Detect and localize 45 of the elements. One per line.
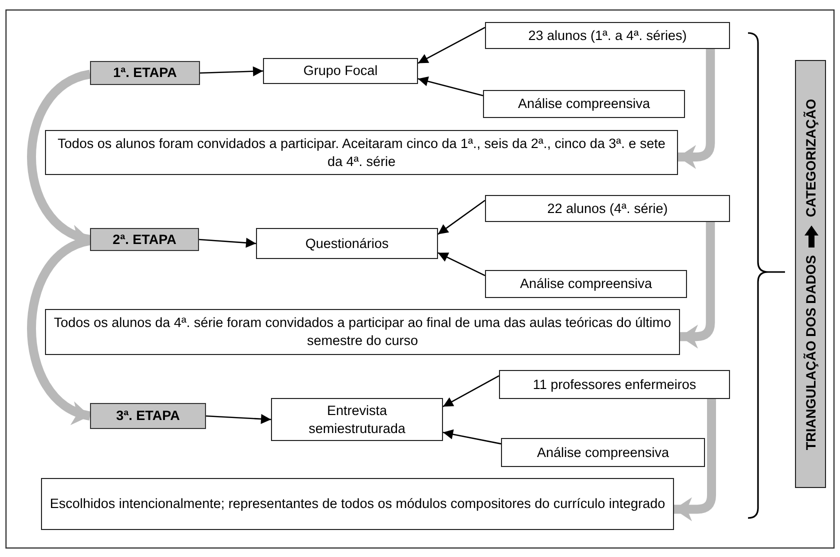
- process-box: [499, 370, 730, 399]
- process-box: [483, 90, 685, 118]
- process-box: [256, 228, 438, 259]
- box-text: Análise compreensiva: [520, 275, 652, 293]
- stage-box: [90, 61, 200, 85]
- box-text: 23 alunos (1ª. a 4ª. séries): [528, 26, 687, 44]
- box-text: Entrevista semiestruturada: [308, 402, 406, 438]
- block-arrow: [678, 49, 715, 169]
- bar-label: CATEGORIZAÇÃO: [802, 98, 820, 217]
- block-arrow: [680, 222, 715, 349]
- process-box: [485, 270, 687, 298]
- process-box: [501, 438, 705, 467]
- bar-label: TRIANGULAÇÃO DOS DADOS: [802, 254, 820, 450]
- arrow: [200, 66, 264, 76]
- arrow: [442, 375, 500, 408]
- arrow: [418, 26, 486, 64]
- box-text: 11 professores enfermeiros: [532, 376, 696, 394]
- arrow: [438, 252, 486, 276]
- arrow: [418, 76, 484, 96]
- arrow: [438, 200, 486, 235]
- note-box: [41, 478, 674, 530]
- arrow: [206, 414, 272, 424]
- box-text: Todos os alunos da 4ª. série foram convidados a participar ao final de uma das aulas teóricas do último semestre do curso: [52, 314, 672, 350]
- box-text: Todos os alunos foram convidados a participar. Aceitaram cinco da 1ª., seis da 2ª., cinco da 3ª. e sete da 4ª. série: [56, 134, 666, 170]
- stage-label: 3ª. ETAPA: [116, 407, 180, 425]
- note-box: [45, 130, 678, 175]
- process-box: [485, 22, 730, 49]
- stage-label: 1ª. ETAPA: [113, 64, 177, 82]
- process-box: [263, 58, 418, 84]
- process-box: [271, 398, 443, 441]
- box-text: Grupo Focal: [303, 62, 378, 80]
- stage-box: [90, 403, 206, 429]
- stage-label: 2ª. ETAPA: [112, 230, 176, 248]
- summary-bar: [795, 60, 826, 488]
- box-text: Análise compreensiva: [518, 95, 650, 113]
- box-text: Análise compreensiva: [536, 444, 670, 462]
- process-box: [485, 195, 730, 222]
- box-text: Escolhidos intencionalmente; representantes de todos os módulos compositores do currículo integrado: [50, 495, 666, 513]
- arrow: [198, 238, 256, 248]
- stage-box: [90, 228, 199, 251]
- block-arrow: [674, 399, 716, 522]
- box-text: Questionários: [305, 234, 389, 252]
- box-text: 22 alunos (4ª. série): [547, 200, 668, 218]
- arrow: [442, 429, 502, 444]
- note-box: [45, 309, 680, 355]
